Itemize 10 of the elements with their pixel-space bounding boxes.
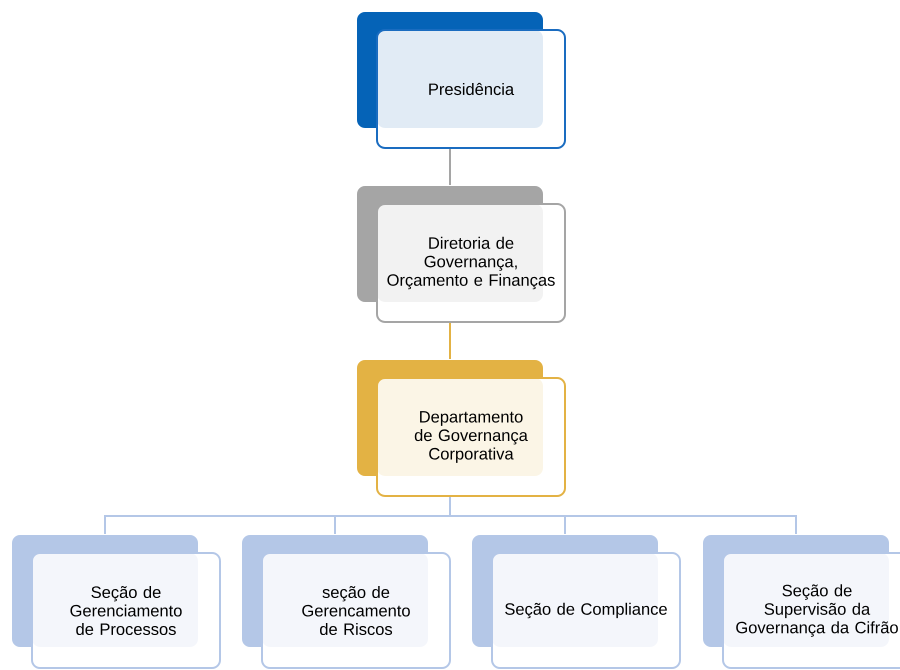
org-box: Seção de Compliance [472,535,681,669]
org-box: Seção de Supervisão da Governança da Cifrão [703,535,900,669]
org-box: Diretoria de Governança, Orçamento e Finanças [357,186,566,323]
connector-line [449,323,451,359]
org-box: Presidência [357,12,566,149]
connector-line [449,149,451,185]
org-box: Seção de Gerenciamento de Processos [12,535,221,669]
connector-line [449,497,797,534]
org-box: seção de Gerencamento de Riscos [242,535,451,669]
org-box: Departamento de Governança Corporativa [357,360,566,497]
